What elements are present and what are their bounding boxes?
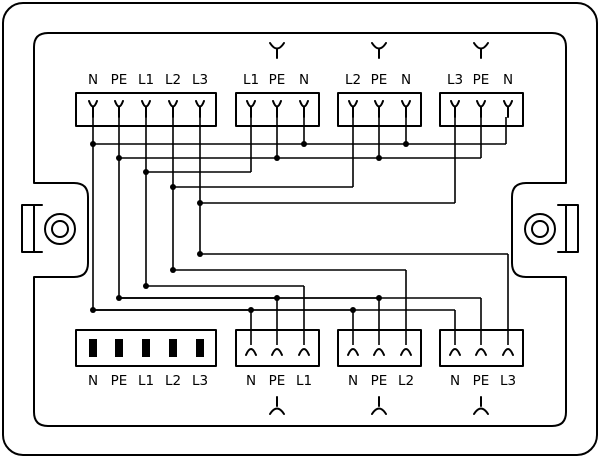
junction-dot-6 xyxy=(376,155,382,161)
bottom-input-label-l1: L1 xyxy=(138,373,154,389)
top-input-label-l2: L2 xyxy=(165,72,181,88)
bottom-output-3-label-n: N xyxy=(450,373,460,389)
bottom-input-pin-1 xyxy=(89,339,97,357)
bottom-output-pin-2 xyxy=(271,348,283,356)
top-output-2-label-n: N xyxy=(401,72,411,88)
left-screw-icon xyxy=(44,213,76,245)
bottom-output-2-label-pe: PE xyxy=(371,373,388,389)
top-terminal-pin-4 xyxy=(168,100,178,118)
bottom-input-connector xyxy=(75,329,217,367)
junction-dot-15 xyxy=(350,307,356,313)
bottom-output-pin-4 xyxy=(347,348,359,356)
top-output-1-label-l1: L1 xyxy=(243,72,259,88)
junction-dot-2 xyxy=(301,141,307,147)
bottom-connector-symbol-icon-3 xyxy=(473,396,489,415)
junction-dot-13 xyxy=(90,307,96,313)
top-output-1-label-pe: PE xyxy=(269,72,286,88)
bottom-output-pin-7 xyxy=(449,348,461,356)
junction-dot-7 xyxy=(143,169,149,175)
junction-dot-14 xyxy=(248,307,254,313)
top-terminal-pin-13 xyxy=(476,100,486,118)
junction-dot-9 xyxy=(197,200,203,206)
top-terminal-pin-12 xyxy=(450,100,460,118)
bottom-output-1-label-l1: L1 xyxy=(296,373,312,389)
junction-dot-3 xyxy=(403,141,409,147)
top-terminal-pin-3 xyxy=(141,100,151,118)
bottom-output-pin-6 xyxy=(400,348,412,356)
top-terminal-pin-1 xyxy=(88,100,98,118)
junction-dot-10 xyxy=(170,267,176,273)
junction-dot-17 xyxy=(376,295,382,301)
junction-dot-16 xyxy=(274,295,280,301)
left-mounting-clip xyxy=(21,204,76,253)
bottom-input-label-n: N xyxy=(88,373,98,389)
top-output-2-label-l2: L2 xyxy=(345,72,361,88)
bottom-input-pin-4 xyxy=(169,339,177,357)
top-output-3-label-l3: L3 xyxy=(447,72,463,88)
top-input-label-n: N xyxy=(88,72,98,88)
junction-dot-11 xyxy=(143,283,149,289)
top-output-1-label-n: N xyxy=(299,72,309,88)
bottom-output-3-label-l3: L3 xyxy=(500,373,516,389)
bottom-output-pin-3 xyxy=(298,348,310,356)
junction-dot-5 xyxy=(274,155,280,161)
top-terminal-pin-6 xyxy=(246,100,256,118)
bottom-output-pin-9 xyxy=(502,348,514,356)
top-terminal-pin-10 xyxy=(374,100,384,118)
right-screw-icon xyxy=(524,213,556,245)
bottom-output-2-label-l2: L2 xyxy=(398,373,414,389)
top-output-3-label-pe: PE xyxy=(473,72,490,88)
top-terminal-pin-9 xyxy=(348,100,358,118)
bottom-output-pin-1 xyxy=(245,348,257,356)
bottom-input-pin-2 xyxy=(115,339,123,357)
top-input-label-l3: L3 xyxy=(192,72,208,88)
bottom-output-pin-8 xyxy=(475,348,487,356)
top-output-3-label-n: N xyxy=(503,72,513,88)
top-terminal-pin-2 xyxy=(114,100,124,118)
junction-dot-18 xyxy=(197,251,203,257)
junction-dot-1 xyxy=(90,141,96,147)
bottom-input-pin-5 xyxy=(196,339,204,357)
bottom-output-pin-5 xyxy=(373,348,385,356)
bottom-connector-symbol-icon-1 xyxy=(269,396,285,415)
top-connector-symbol-icon-2 xyxy=(371,42,387,59)
top-connector-symbol-icon-1 xyxy=(269,42,285,59)
top-input-label-pe: PE xyxy=(111,72,128,88)
junction-dot-12 xyxy=(116,295,122,301)
top-input-label-l1: L1 xyxy=(138,72,154,88)
bottom-input-label-l3: L3 xyxy=(192,373,208,389)
bottom-input-label-pe: PE xyxy=(111,373,128,389)
top-terminal-pin-5 xyxy=(195,100,205,118)
top-terminal-pin-7 xyxy=(272,100,282,118)
top-terminal-pin-11 xyxy=(401,100,411,118)
junction-dot-8 xyxy=(170,184,176,190)
bottom-output-1-label-pe: PE xyxy=(269,373,286,389)
bottom-output-2-label-n: N xyxy=(348,373,358,389)
right-mounting-clip xyxy=(524,204,579,253)
top-terminal-pin-8 xyxy=(299,100,309,118)
bottom-connector-symbol-icon-2 xyxy=(371,396,387,415)
junction-dot-4 xyxy=(116,155,122,161)
inner-housing xyxy=(33,32,567,427)
top-connector-symbol-icon-3 xyxy=(473,42,489,59)
bottom-input-pin-3 xyxy=(142,339,150,357)
top-terminal-pin-14 xyxy=(503,100,513,118)
bottom-output-3-label-pe: PE xyxy=(473,373,490,389)
top-output-2-label-pe: PE xyxy=(371,72,388,88)
bottom-input-label-l2: L2 xyxy=(165,373,181,389)
bottom-output-1-label-n: N xyxy=(246,373,256,389)
